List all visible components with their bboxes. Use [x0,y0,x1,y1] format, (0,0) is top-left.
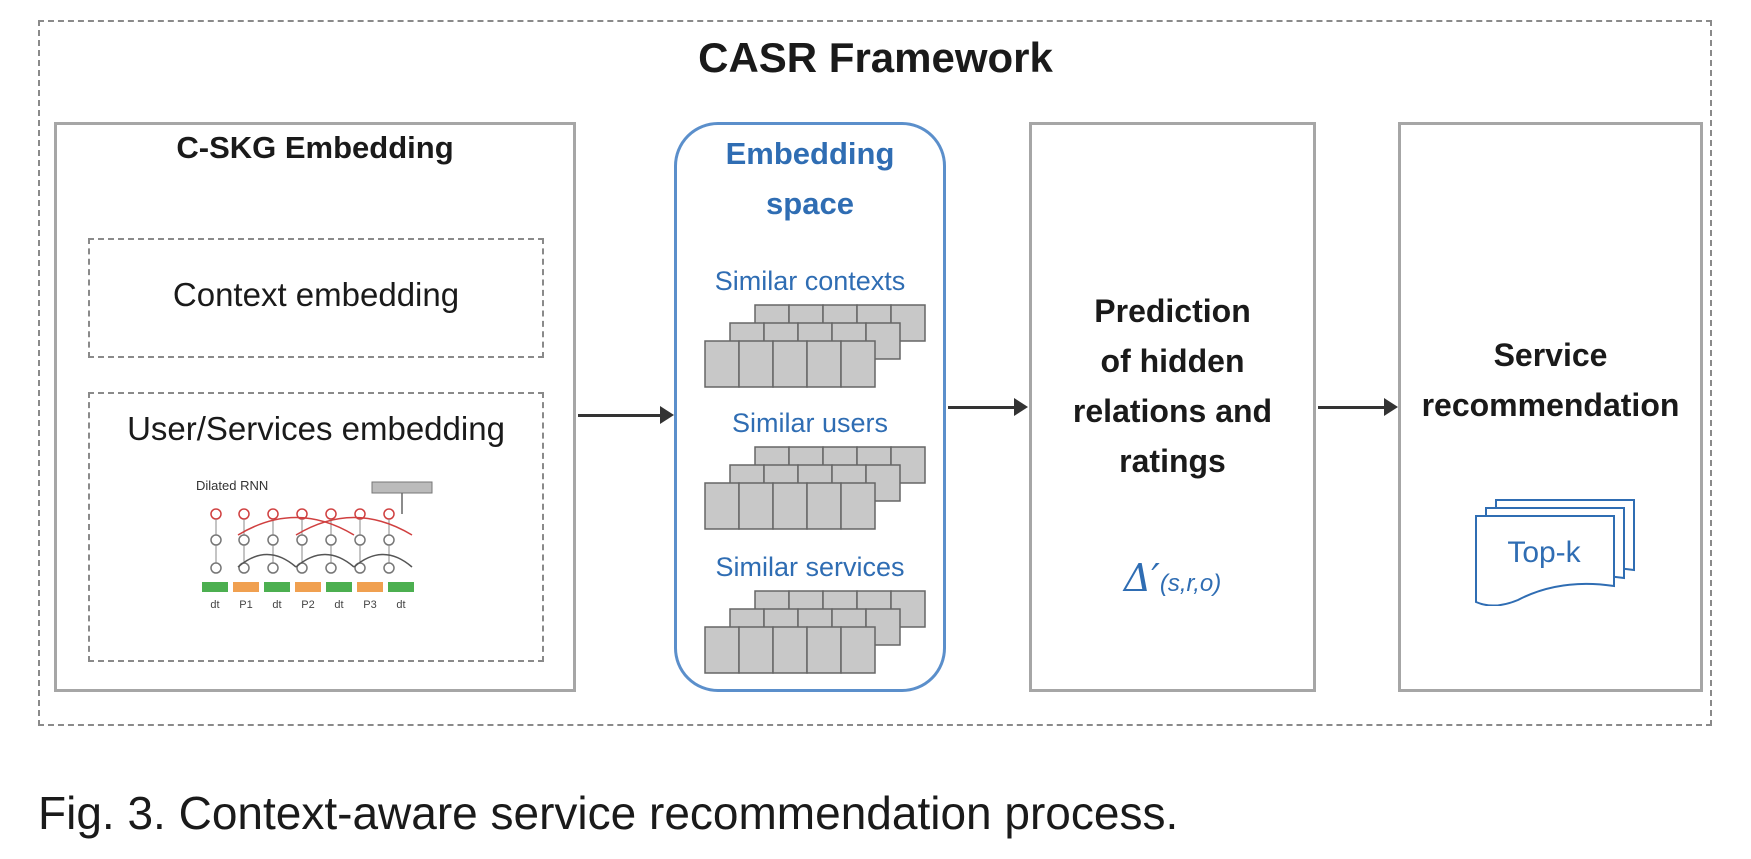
arrowhead-1 [660,406,674,424]
rnn-input-label: P2 [301,599,314,611]
rnn-node [383,534,395,546]
embedding-cell [806,626,842,674]
arrow-space-to-prediction [948,406,1016,409]
context-embedding-label: Context embedding [172,276,460,313]
embedding-cell [704,626,740,674]
diagram-title: CASR Framework [698,34,1053,81]
rnn-input-label: P3 [363,599,376,611]
embedding-cell [772,482,808,530]
top-k-label: Top-k [1507,536,1581,569]
embedding-space-heading-line2: space [766,186,854,221]
embedding-cell [738,482,774,530]
rnn-node [325,562,337,574]
embedding-cell [772,340,808,388]
recommendation-line-1: Service [1493,337,1608,373]
similar-users-cells [704,446,926,530]
rnn-node [267,508,279,520]
rnn-node [325,508,337,520]
rnn-input-block [202,582,228,592]
rnn-node [267,534,279,546]
arrowhead-3 [1384,398,1398,416]
similar-contexts-cells [704,304,926,388]
rnn-input-label: dt [272,599,281,611]
embedding-cell [806,482,842,530]
delta-symbol: Δ′(s,r,o) [1029,556,1316,600]
rnn-input-block [357,582,383,592]
service-recommendation-panel [1398,122,1703,692]
prediction-line-2: of hidden [1100,343,1245,379]
embedding-cell [738,340,774,388]
context-embedding-box [88,238,544,358]
arrow-prediction-to-recommendation [1318,406,1386,409]
rnn-node [354,534,366,546]
framework-frame [38,20,1712,726]
embedding-cell [840,626,876,674]
rnn-node [267,562,279,574]
similar-contexts-label: Similar contexts [714,266,906,296]
delta-subscript: (s,r,o) [1159,570,1222,597]
rnn-node [238,508,250,520]
rnn-node-grid [210,508,395,574]
similar-services-label: Similar services [715,552,905,582]
rnn-input-label: P1 [239,599,252,611]
embedding-cell [806,340,842,388]
rnn-dilation-arcs [237,516,413,568]
user-services-embedding-label: User/Services embedding [127,410,505,447]
similar-services-cells [704,590,926,674]
recommendation-line-2: recommendation [1421,387,1680,423]
rnn-node [383,508,395,520]
embedding-cell [840,340,876,388]
rnn-input-block [326,582,352,592]
dilated-rnn-label: Dilated RNN [196,478,268,493]
cskg-embedding-panel [54,122,576,692]
rnn-node [210,508,222,520]
rnn-input-label: dt [396,599,405,611]
rnn-node [325,534,337,546]
embedding-cell [704,482,740,530]
rnn-input-block [264,582,290,592]
rnn-node [238,534,250,546]
cskg-heading: C-SKG Embedding [176,130,454,165]
rnn-input-label: dt [210,599,219,611]
rnn-input-block [388,582,414,592]
rnn-input-block [233,582,259,592]
embedding-space-heading-line1: Embedding [725,136,895,171]
dilated-rnn-figure: Dilated RNN dt P1 dt P2 dt P3 dt [196,478,433,611]
rnn-input-label: dt [334,599,343,611]
rnn-node [383,562,395,574]
user-services-embedding-box [88,392,544,662]
rnn-input-row: dt P1 dt P2 dt P3 dt [202,582,414,611]
arrowhead-2 [1014,398,1028,416]
similar-users-label: Similar users [731,408,889,438]
delta-main: Δ′ [1123,556,1160,600]
prediction-panel [1029,122,1316,692]
embedding-cell [704,340,740,388]
embedding-cell [840,482,876,530]
rnn-node [210,534,222,546]
prediction-line-3: relations and [1072,393,1273,429]
prediction-line-4: ratings [1119,443,1226,479]
rnn-node [296,534,308,546]
figure-caption: Fig. 3. Context-aware service recommenda… [38,787,1179,839]
recommendation-text: Service recommendation [1398,330,1703,430]
embedding-cell [772,626,808,674]
top-k-documents-icon: Top-k [1475,499,1635,606]
rnn-node [210,562,222,574]
prediction-text: Prediction of hidden relations and ratin… [1029,286,1316,486]
prediction-line-1: Prediction [1094,293,1251,329]
rnn-output-block [371,481,433,494]
arrow-embedding-to-space [578,414,662,417]
rnn-input-block [295,582,321,592]
embedding-cell [738,626,774,674]
